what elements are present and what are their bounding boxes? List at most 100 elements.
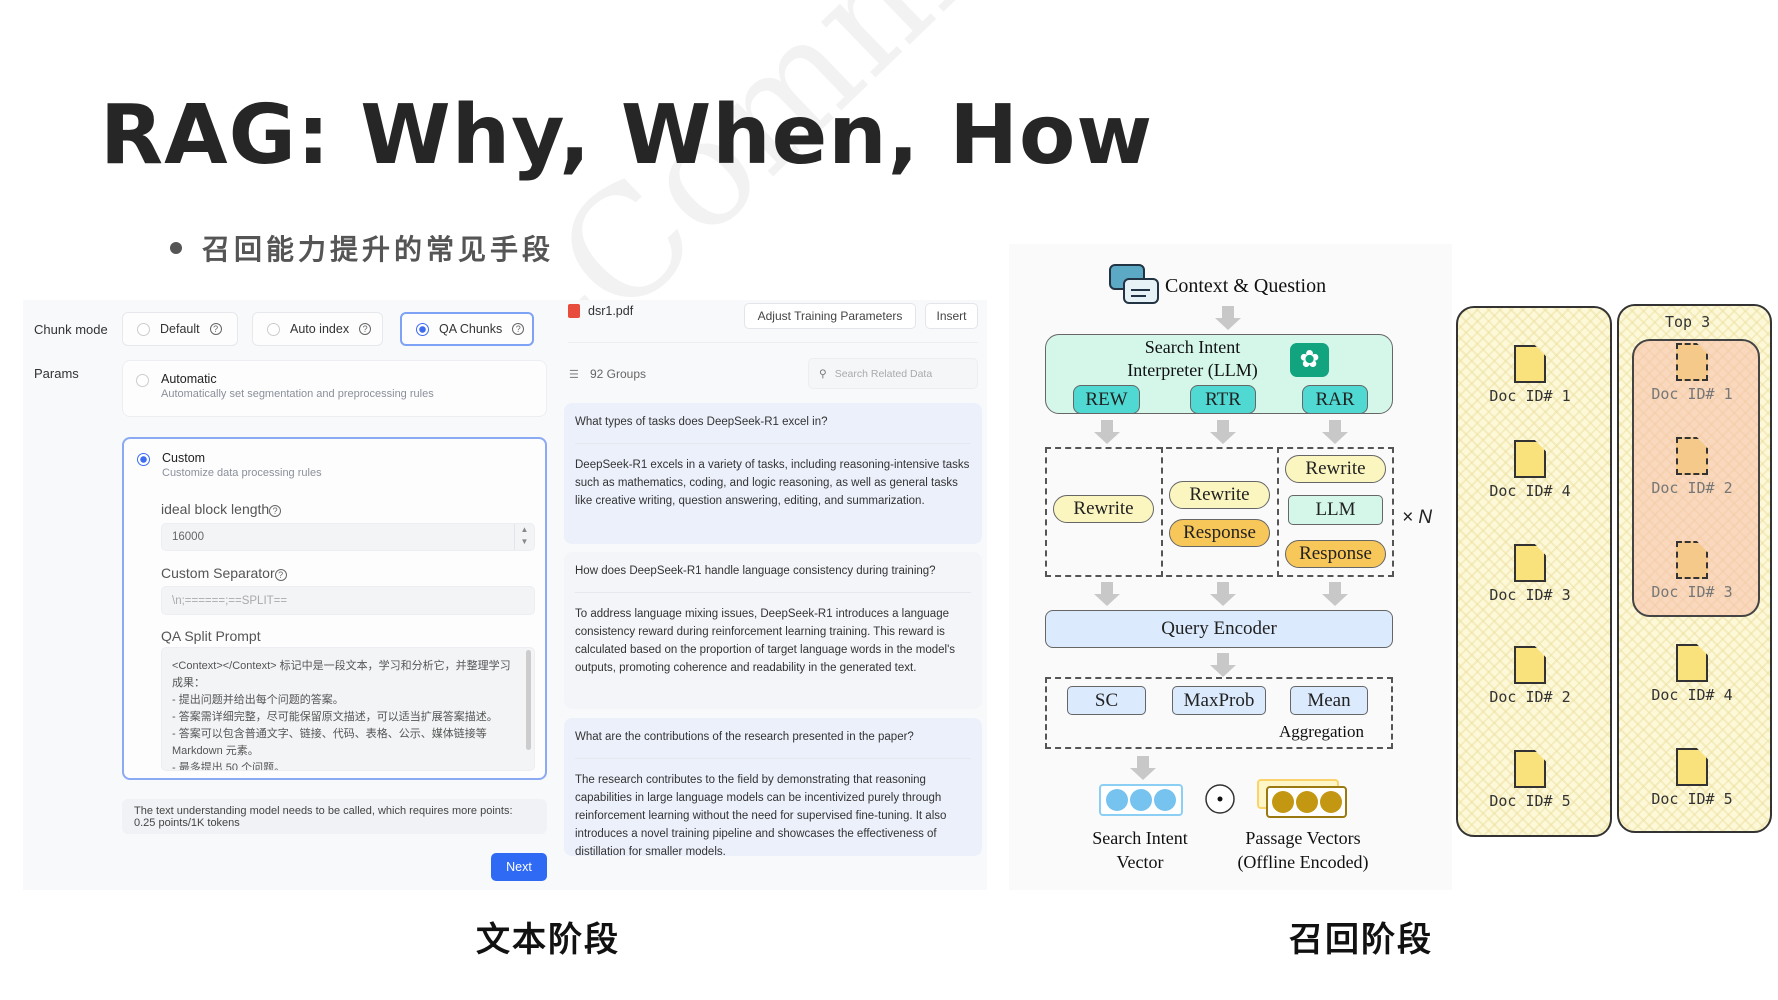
maxprob-node: MaxProb [1172,686,1266,715]
response-node: Response [1169,519,1270,547]
adjust-training-parameters-button[interactable]: Adjust Training Parameters [744,303,916,329]
doc-id-label: Doc ID# 4 [1489,482,1571,500]
doc-id-label: Doc ID# 5 [1651,790,1733,808]
aggregation-label: Aggregation [1279,722,1364,741]
doc-id-label: Doc ID# 1 [1651,385,1733,403]
qa-item[interactable]: What are the contributions of the resear… [564,718,982,856]
scrollbar[interactable] [526,650,531,750]
groups-count: 92 Groups [590,367,647,381]
aggregation-group [1045,677,1393,749]
help-icon[interactable]: ? [269,505,282,517]
list-icon: ☰ [569,369,579,381]
chunk-mode-qa-chunks[interactable]: QA Chunks? [400,312,534,346]
input-value: 16000 [172,531,204,543]
arrow-down-icon [1322,420,1348,444]
arrow-down-icon [1322,582,1348,606]
strategy-group [1045,447,1394,577]
qa-item[interactable]: How does DeepSeek-R1 handle language con… [564,552,982,709]
chat-bubbles-icon [1109,264,1159,304]
radio-icon [137,322,150,336]
vectors-icon [1099,779,1347,818]
option-label: QA Chunks [439,322,503,336]
qa-question: How does DeepSeek-R1 handle language con… [575,562,971,593]
openai-logo-icon: ✿ [1290,343,1329,377]
doc-id-label: Doc ID# 1 [1489,387,1571,405]
document-icon [1676,644,1708,682]
document-icon [1514,646,1546,684]
response-node: Response [1285,540,1386,568]
slide-title: RAG: Why, When, How [100,88,1154,183]
retrieval-stage-label: 召回阶段 [1289,920,1433,960]
prompt-line: - 提出问题并给出每个问题的答案。 [172,694,344,706]
arrow-down-icon [1130,756,1156,780]
document-icon [1514,544,1546,582]
rar-tag: RAR [1302,385,1368,414]
option-label: Default [160,322,200,336]
qa-answer: To address language mixing issues, DeepS… [575,608,956,674]
option-label: Auto index [290,322,350,336]
document-icon [1676,343,1708,381]
qa-answer: The research contributes to the field by… [575,774,947,856]
custom-separator-label: Custom Separator? [161,565,287,581]
qa-answer: DeepSeek-R1 excels in a variety of tasks… [575,459,970,507]
rewrite-node: Rewrite [1169,481,1270,509]
next-button[interactable]: Next [491,853,547,881]
document-icon [1676,748,1708,786]
arrow-down-icon [1210,420,1236,444]
pdf-file-icon [568,304,580,318]
doc-id-label: Doc ID# 3 [1489,586,1571,604]
rewrite-node: Rewrite [1285,455,1386,483]
passage-vectors-label: Passage Vectors(Offline Encoded) [1237,828,1369,872]
ideal-block-length-label: ideal block length? [161,501,282,517]
rtr-tag: RTR [1190,385,1256,414]
arrow-down-icon [1094,420,1120,444]
rewrite-node: Rewrite [1053,495,1154,523]
document-icon [1514,440,1546,478]
document-icon [1514,345,1546,383]
prompt-line: - 答案需详细完整，尽可能保留原文描述，可以适当扩展答案描述。 [172,711,498,723]
prompt-line: <Context></Context> 标记中是一段文本，学习和分析它，并整理学… [172,660,511,689]
qa-item[interactable]: What types of tasks does DeepSeek-R1 exc… [564,403,982,544]
doc-id-label: Doc ID# 3 [1651,583,1733,601]
chunk-mode-auto-index[interactable]: Auto index? [252,312,383,346]
insert-button[interactable]: Insert [925,303,978,329]
slide-subtitle: 召回能力提升的常见手段 [202,233,555,266]
arrow-down-icon [1094,582,1120,606]
top3-label: Top 3 [1665,313,1711,331]
document-icon [1514,750,1546,788]
params-automatic-option[interactable]: Automatic Automatically set segmentation… [122,360,547,417]
help-icon[interactable]: ? [359,323,372,335]
custom-separator-input[interactable]: \n;======;==SPLIT== [161,586,535,615]
document-icon [1676,437,1708,475]
text-stage-label: 文本阶段 [476,920,620,960]
divider [1277,447,1279,577]
automatic-title: Automatic [161,372,217,386]
ideal-block-length-input[interactable]: 16000 ▲▼ [161,523,535,551]
qa-prompt-textarea[interactable]: <Context></Context> 标记中是一段文本，学习和分析它，并整理学… [161,647,535,771]
llm-node: LLM [1288,495,1383,525]
help-icon[interactable]: ? [512,323,525,335]
divider [568,342,978,343]
times-n-label: × N [1402,507,1433,528]
radio-icon [267,322,280,336]
sc-node: SC [1067,686,1146,715]
arrow-down-icon [1210,653,1236,677]
search-placeholder: Search Related Data [834,367,933,380]
custom-desc: Customize data processing rules [162,467,322,479]
qa-question: What types of tasks does DeepSeek-R1 exc… [575,413,971,444]
number-stepper[interactable]: ▲▼ [514,524,534,550]
qa-question: What are the contributions of the resear… [575,728,971,759]
rew-tag: REW [1073,385,1140,414]
help-icon[interactable]: ? [274,569,287,581]
file-name: dsr1.pdf [588,304,634,318]
document-icon [1676,541,1708,579]
qa-prompt-label: QA Split Prompt [161,628,261,644]
search-related-data-input[interactable]: ⚲Search Related Data [808,358,978,389]
query-encoder: Query Encoder [1045,610,1393,648]
custom-title: Custom [162,451,206,465]
radio-selected-icon [137,453,150,466]
help-icon[interactable]: ? [209,323,222,335]
bullet-dot [170,242,182,254]
chunk-mode-default[interactable]: Default? [122,312,238,346]
prompt-line: - 最多提出 50 个问题。 [172,762,286,771]
